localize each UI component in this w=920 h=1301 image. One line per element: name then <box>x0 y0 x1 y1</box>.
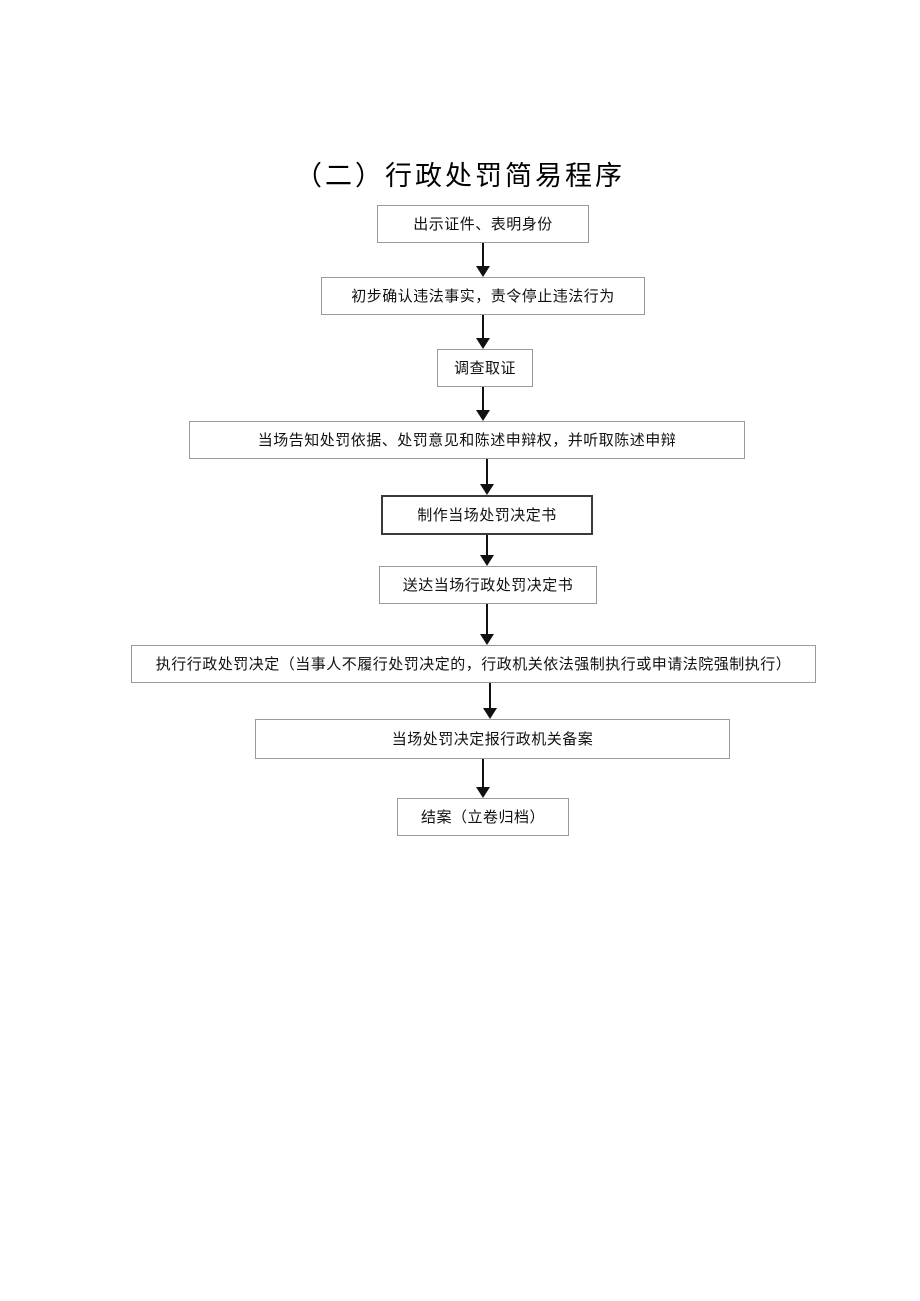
flow-node: 当场告知处罚依据、处罚意见和陈述申辩权，并听取陈述申辩 <box>189 421 745 459</box>
flow-arrow <box>472 243 494 277</box>
flow-arrow <box>479 683 501 719</box>
flow-node: 结案（立卷归档） <box>397 798 569 836</box>
arrow-line <box>482 759 484 788</box>
arrow-head-icon <box>476 787 490 798</box>
page-title: （二）行政处罚简易程序 <box>295 161 625 192</box>
flow-node: 当场处罚决定报行政机关备案 <box>255 719 730 759</box>
arrow-head-icon <box>476 338 490 349</box>
flow-arrow <box>472 759 494 798</box>
flow-node-label: 执行行政处罚决定（当事人不履行处罚决定的，行政机关依法强制执行或申请法院强制执行… <box>155 655 792 673</box>
flow-arrow <box>472 387 494 421</box>
arrow-head-icon <box>476 410 490 421</box>
arrow-head-icon <box>480 634 494 645</box>
arrow-line <box>489 683 491 709</box>
flow-node-label: 当场告知处罚依据、处罚意见和陈述申辩权，并听取陈述申辩 <box>257 431 677 449</box>
flow-arrow <box>476 535 498 566</box>
arrow-head-icon <box>476 266 490 277</box>
flow-node: 出示证件、表明身份 <box>377 205 589 243</box>
flow-arrow <box>476 459 498 495</box>
arrow-head-icon <box>480 555 494 566</box>
flow-node: 送达当场行政处罚决定书 <box>379 566 597 604</box>
arrow-line <box>482 243 484 267</box>
flow-node-label: 出示证件、表明身份 <box>413 215 553 233</box>
arrow-line <box>486 535 488 556</box>
flow-node-label: 制作当场处罚决定书 <box>417 506 557 524</box>
flow-node-label: 调查取证 <box>453 359 516 377</box>
arrow-line <box>486 604 488 635</box>
arrow-line <box>482 387 484 411</box>
flow-node: 执行行政处罚决定（当事人不履行处罚决定的，行政机关依法强制执行或申请法院强制执行… <box>131 645 816 683</box>
flow-arrow <box>472 315 494 349</box>
arrow-line <box>486 459 488 485</box>
flow-node: 制作当场处罚决定书 <box>381 495 593 535</box>
arrow-head-icon <box>483 708 497 719</box>
arrow-head-icon <box>480 484 494 495</box>
flow-node-label: 初步确认违法事实，责令停止违法行为 <box>351 287 615 305</box>
flow-node-label: 结案（立卷归档） <box>420 808 545 826</box>
flow-node: 初步确认违法事实，责令停止违法行为 <box>321 277 645 315</box>
flow-node: 调查取证 <box>437 349 533 387</box>
arrow-line <box>482 315 484 339</box>
flow-arrow <box>476 604 498 645</box>
flow-node-label: 当场处罚决定报行政机关备案 <box>391 730 594 748</box>
flow-node-label: 送达当场行政处罚决定书 <box>402 576 574 594</box>
